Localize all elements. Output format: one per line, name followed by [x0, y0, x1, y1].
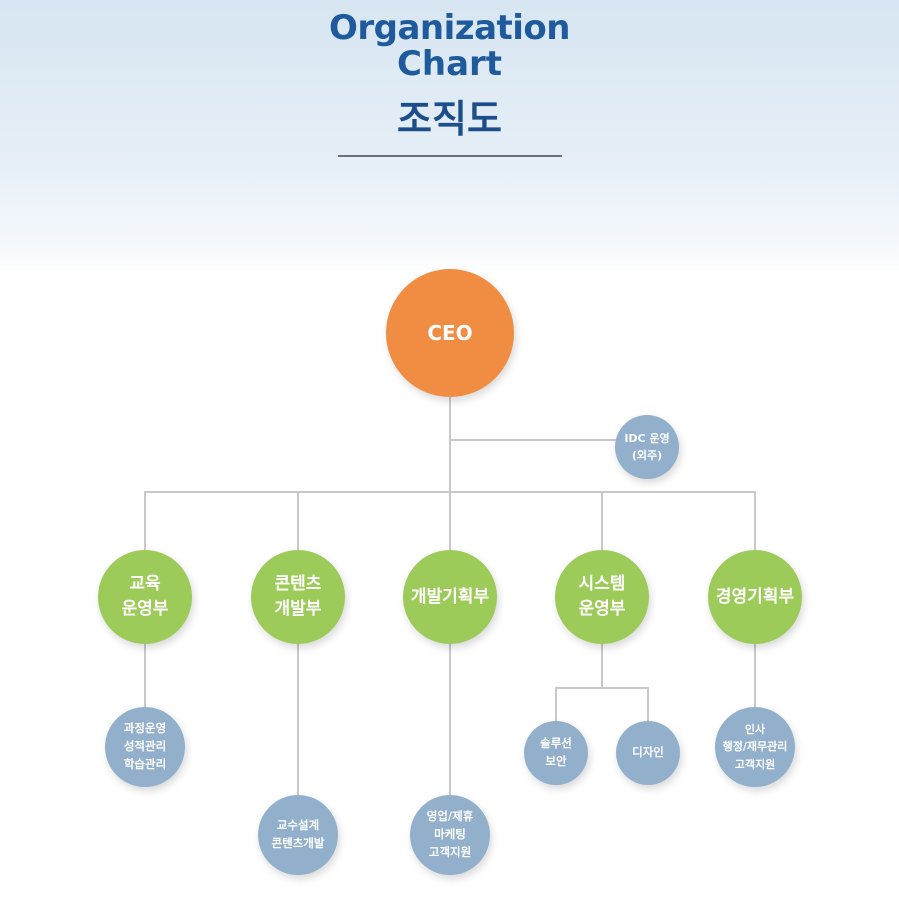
sub-label: 영업/제휴 [426, 809, 474, 824]
dept-dev-planning: 개발기획부 [403, 550, 497, 644]
sub-design: 디자인 [616, 721, 680, 785]
sub-label: 마케팅 [434, 827, 466, 842]
title-korean: 조직도 [397, 97, 502, 141]
connector [754, 630, 756, 710]
sub-label: 과정운영 [123, 721, 167, 736]
dept-label: 경영기획부 [715, 586, 795, 607]
idc-node: IDC 운영 (외주) [615, 415, 679, 479]
idc-label: IDC 운영 [624, 431, 670, 445]
dept-label: 교육 [129, 574, 161, 595]
title-english-line2: Chart [396, 44, 503, 84]
dept-label: 운영부 [121, 599, 169, 619]
sub-label: 콘텐츠개발 [271, 836, 325, 850]
sub-label: 고객지원 [428, 844, 472, 859]
connector [144, 491, 756, 493]
sub-label: 교수설계 [276, 818, 320, 833]
sub-label: 학습관리 [123, 756, 167, 771]
sub-label: 인사 [744, 723, 766, 737]
sub-label: 행정/재무관리 [722, 740, 788, 754]
connector [555, 687, 557, 723]
connector [449, 395, 451, 555]
dept-label: 개발기획부 [410, 586, 490, 607]
ceo-node: CEO [386, 269, 514, 397]
connector [754, 491, 756, 561]
dept-label: 콘텐츠 [274, 574, 322, 595]
title-divider [338, 155, 562, 157]
dept-label: 운영부 [578, 599, 626, 619]
connector [601, 630, 603, 688]
dept-management: 경영기획부 [708, 550, 802, 644]
sub-label: 디자인 [632, 745, 664, 760]
connector [647, 687, 649, 723]
connector [144, 491, 146, 561]
title-english-line1: Organization [328, 8, 571, 48]
idc-label-sub: (외주) [631, 449, 663, 462]
connector [144, 630, 146, 710]
dept-label: 시스템 [578, 574, 626, 595]
sub-label: 보안 [545, 754, 567, 768]
connector [450, 439, 620, 441]
ceo-label: CEO [427, 320, 473, 345]
dept-label: 개발부 [274, 599, 322, 619]
connector [297, 630, 299, 800]
sub-label: 성적관리 [123, 739, 167, 754]
sub-label: 고객지원 [734, 757, 776, 771]
connector [449, 630, 451, 800]
sub-label: 솔루션 [540, 736, 572, 751]
connector [555, 687, 649, 689]
connector [297, 491, 299, 561]
connector [601, 491, 603, 561]
